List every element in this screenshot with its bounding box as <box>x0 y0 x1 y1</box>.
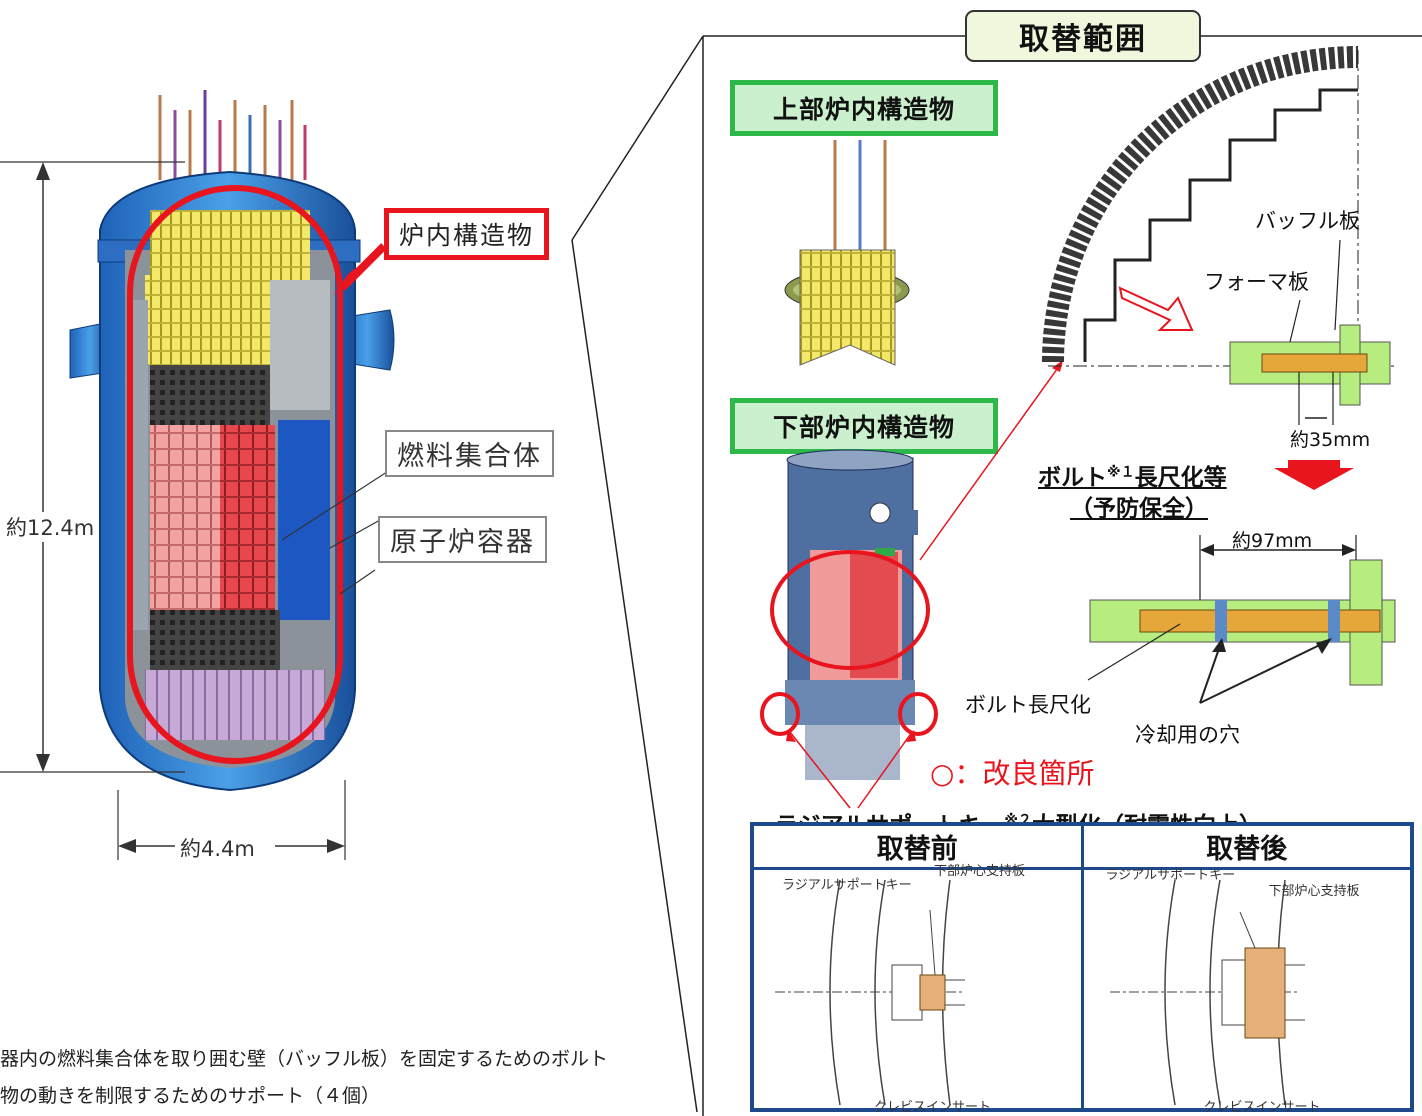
width-dimension: 約4.4m <box>180 833 255 863</box>
before-plate-label: 下部炉心支持板 <box>934 864 1026 879</box>
footnote-2: 物の動きを制限するためのサポート（４個） <box>0 1085 381 1107</box>
vessel-callout: 原子炉容器 <box>378 516 547 563</box>
before-header: 取替前 <box>750 822 1084 870</box>
upper-internals-label: 上部炉内構造物 <box>730 80 998 136</box>
before-cell: ラジアルサポートキー 下部炉心支持板 クレビスインサート <box>750 864 1084 1115</box>
before-insert-label: クレビスインサート <box>874 1100 992 1115</box>
after-plate-label: 下部炉心支持板 <box>1268 884 1360 899</box>
dimension-97mm: 約97mm <box>1232 530 1313 552</box>
internals-callout: 炉内構造物 <box>384 208 550 260</box>
baffle-plate-label: バッフル板 <box>1255 209 1360 233</box>
lower-internals-drawing <box>760 360 1063 809</box>
cooling-holes-label: 冷却用の穴 <box>1135 723 1240 747</box>
bolt-lengthening-label: ボルト長尺化 <box>965 693 1091 717</box>
control-rod-drives <box>158 90 307 180</box>
lower-internals-label: 下部炉内構造物 <box>730 398 998 454</box>
after-cell: ラジアルサポートキー 下部炉心支持板 クレビスインサート <box>1080 867 1414 1115</box>
former-plate-label: フォーマ板 <box>1204 270 1309 294</box>
fuel-assembly-callout: 燃料集合体 <box>385 430 554 477</box>
after-insert-label: クレビスインサート <box>1203 1100 1321 1115</box>
after-header: 取替後 <box>1080 822 1414 870</box>
before-key-label: ラジアルサポートキー <box>782 878 912 893</box>
before-after-table: 取替前 取替後 ラジアルサポートキー 下部炉心支持板 クレビスインサート ラジア… <box>750 822 1414 1115</box>
bolt-lengthening-title: ボルト※１長尺化等 <box>1038 464 1227 491</box>
footnote-1: 器内の燃料集合体を取り囲む壁（バッフル板）を固定するためのボルト <box>0 1048 609 1070</box>
long-bolt-drawing <box>1087 535 1396 704</box>
dimension-35mm: 約35mm <box>1290 429 1371 451</box>
preventive-maintenance-subtitle: （予防保全） <box>1070 496 1208 522</box>
height-dimension: 約12.4m <box>6 512 95 542</box>
after-key-label: ラジアルサポートキー <box>1105 868 1236 883</box>
improvement-legend: ○：改良箇所 <box>930 757 1095 790</box>
baffle-section-drawing <box>1042 46 1395 425</box>
replacement-scope-tab: 取替範囲 <box>965 10 1201 62</box>
upper-internals-drawing <box>784 140 910 366</box>
